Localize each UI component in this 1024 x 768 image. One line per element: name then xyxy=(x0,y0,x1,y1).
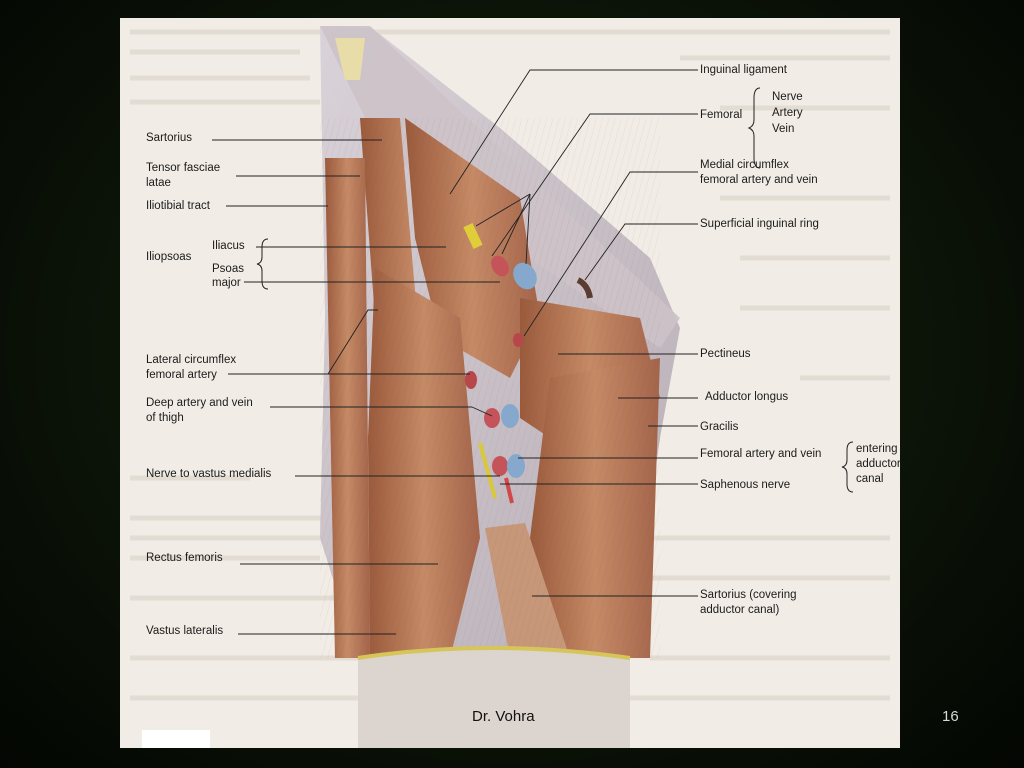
label-deep-artery-line1: Deep artery and vein xyxy=(146,397,253,409)
label-iliacus: Iliacus xyxy=(212,240,245,252)
label-femoral-artery-vein: Femoral artery and vein xyxy=(700,448,822,460)
label-sartorius-covering-line2: adductor canal) xyxy=(700,604,780,616)
thigh-illustration xyxy=(120,18,900,748)
braces xyxy=(256,87,854,493)
label-sartorius: Sartorius xyxy=(146,132,193,144)
label-rectus-femoris: Rectus femoris xyxy=(146,552,223,564)
label-nerve: Nerve xyxy=(772,91,803,103)
label-lateral-circumflex-line1: Lateral circumflex xyxy=(146,354,237,366)
label-deep-artery-line2: of thigh xyxy=(146,412,184,424)
label-nerve-vastus: Nerve to vastus medialis xyxy=(146,468,272,480)
label-lateral-circumflex-line2: femoral artery xyxy=(146,369,217,381)
label-entering-line1: entering xyxy=(856,443,898,455)
label-sartorius-covering-line1: Sartorius (covering xyxy=(700,589,797,601)
femoral-vessels xyxy=(463,223,593,504)
label-tensor-line1: Tensor fasciae xyxy=(146,162,221,174)
thigh-cut-base xyxy=(358,648,630,748)
leader-lines xyxy=(212,69,698,635)
label-medial-circumflex-line1: Medial circumflex xyxy=(700,159,789,171)
page-number: 16 xyxy=(942,708,959,725)
label-saphenous-nerve: Saphenous nerve xyxy=(700,479,791,491)
label-psoas-line2: major xyxy=(212,277,241,289)
label-adductor-longus: Adductor longus xyxy=(705,391,789,403)
label-femoral: Femoral xyxy=(700,109,743,121)
thigh-cut-rim xyxy=(357,646,631,660)
footer-author: Dr. Vohra xyxy=(472,708,535,725)
label-iliopsoas: Iliopsoas xyxy=(146,251,192,263)
label-superficial-inguinal-ring: Superficial inguinal ring xyxy=(700,218,819,230)
label-artery: Artery xyxy=(772,107,803,119)
label-inguinal-ligament: Inguinal ligament xyxy=(700,64,787,76)
anatomy-figure: Sartorius Tensor fasciae latae Iliotibia… xyxy=(120,18,900,748)
label-vein: Vein xyxy=(772,123,795,135)
label-medial-circumflex-line2: femoral artery and vein xyxy=(700,174,818,186)
label-tensor-line2: latae xyxy=(146,177,171,189)
label-vastus-lateralis: Vastus lateralis xyxy=(146,625,224,637)
label-pectineus: Pectineus xyxy=(700,348,751,360)
label-iliotibial: Iliotibial tract xyxy=(146,200,210,212)
skin-flap-yellow xyxy=(335,38,365,80)
label-entering-line3: canal xyxy=(856,473,884,485)
label-entering-line2: adductor xyxy=(856,458,900,470)
label-gracilis: Gracilis xyxy=(700,421,739,433)
label-psoas-line1: Psoas xyxy=(212,263,244,275)
white-patch xyxy=(142,730,210,748)
